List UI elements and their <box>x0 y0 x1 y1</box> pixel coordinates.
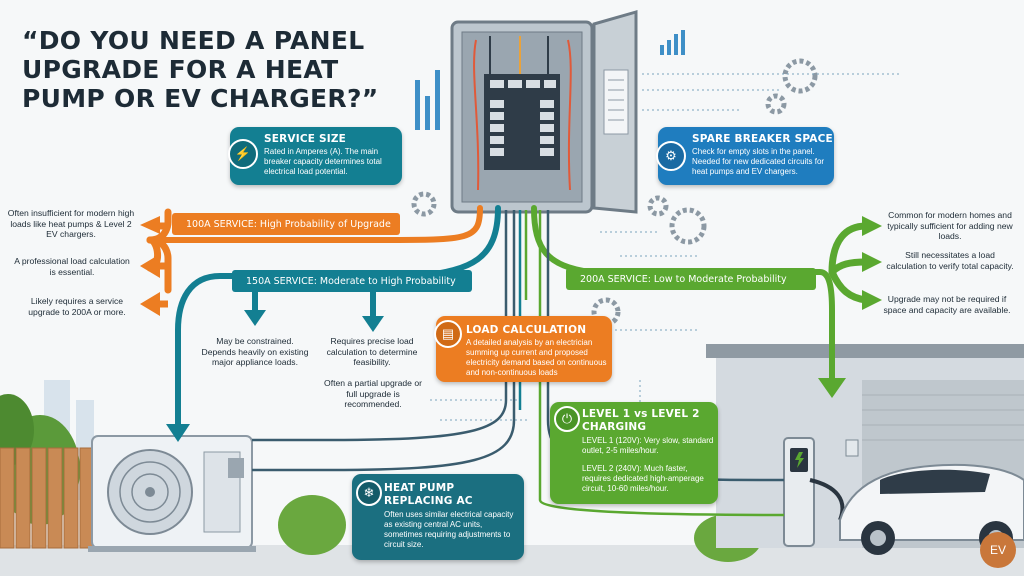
service-150-note-3: Often a partial upgrade or full upgrade … <box>324 378 422 409</box>
level-charging-card: ⏻ LEVEL 1 vs LEVEL 2 CHARGING LEVEL 1 (1… <box>550 402 718 504</box>
service-100-note-3: Likely requires a service upgrade to 200… <box>28 296 126 317</box>
heat-pump-title: HEAT PUMP REPLACING AC <box>384 482 473 507</box>
service-size-card: ⚡ SERVICE SIZE Rated in Amperes (A). The… <box>228 127 402 185</box>
spare-breaker-title: SPARE BREAKER SPACE <box>692 133 833 145</box>
level-2-text: LEVEL 2 (240V): Much faster, requires de… <box>582 464 704 493</box>
service-200-note-3: Upgrade may not be required if space and… <box>883 294 1011 315</box>
load-calculation-title: LOAD CALCULATION <box>466 324 587 336</box>
level-charging-title: LEVEL 1 vs LEVEL 2 CHARGING <box>582 408 700 433</box>
service-size-text: Rated in Amperes (A). The main breaker c… <box>264 147 382 176</box>
service-150-note-2: Requires precise load calculation to det… <box>326 336 418 367</box>
plug-icon: ⏻ <box>554 406 580 432</box>
service-100-banner: 100A SERVICE: High Probability of Upgrad… <box>172 213 400 235</box>
document-icon: ▤ <box>434 320 462 348</box>
electrical-panel <box>450 10 638 214</box>
service-size-title: SERVICE SIZE <box>264 133 347 145</box>
spare-breaker-text: Check for empty slots in the panel. Need… <box>692 147 825 176</box>
spare-breaker-card: ⚙ SPARE BREAKER SPACE Check for empty sl… <box>656 127 834 185</box>
lightning-icon: ⚡ <box>228 139 258 169</box>
heat-pump-text: Often uses similar electrical capacity a… <box>384 510 514 549</box>
heat-pump-card: ❄ HEAT PUMP REPLACING AC Often uses simi… <box>352 474 524 560</box>
heat-pump-unit <box>88 435 256 552</box>
service-100-note-2: A professional load calculation is essen… <box>14 256 130 277</box>
service-200-note-2: Still necessitates a load calculation to… <box>886 250 1014 271</box>
service-150-banner: 150A SERVICE: Moderate to High Probabili… <box>232 270 472 292</box>
garage <box>706 344 1024 555</box>
snowflake-icon: ❄ <box>356 480 382 506</box>
service-100-note-1: Often insufficient for modern high loads… <box>7 208 135 239</box>
service-200-banner: 200A SERVICE: Low to Moderate Probabilit… <box>566 268 816 290</box>
load-calculation-card: ▤ LOAD CALCULATION A detailed analysis b… <box>434 316 612 382</box>
service-150-note-1: May be constrained. Depends heavily on e… <box>201 336 309 367</box>
gear-icon: ⚙ <box>656 141 686 171</box>
page-title: “DO YOU NEED A PANEL UPGRADE FOR A HEAT … <box>22 26 379 113</box>
service-200-note-1: Common for modern homes and typically su… <box>887 210 1013 241</box>
load-calculation-text: A detailed analysis by an electrician su… <box>466 338 607 377</box>
level-1-text: LEVEL 1 (120V): Very slow, standard outl… <box>582 436 714 455</box>
ev-badge: EV <box>980 532 1016 568</box>
